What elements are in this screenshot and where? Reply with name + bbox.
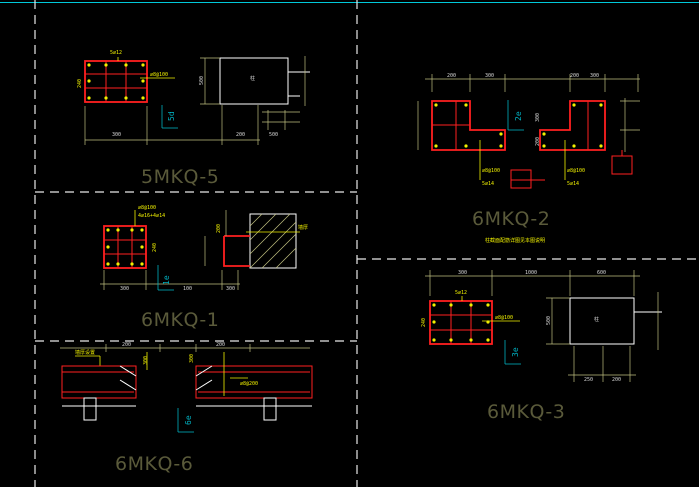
dim-right: 500 [199,76,205,85]
side-dim-2: 300 [189,354,195,363]
detail-6mkq-6: 200 200 墙厚设置 300 300 ⌀8@200 6e 6MKQ-6 [60,342,313,475]
dim-t4: 300 [590,73,599,79]
dim-t1: 300 [458,270,467,276]
dim-b1: 250 [584,377,593,383]
section-mark: 2e [514,111,523,121]
detail-title: 5MKQ-5 [141,166,219,188]
detail-6mkq-3: 300 1000 600 5⌀12 ⌀8@100 240 3e 柱 500 [421,270,662,423]
dim-r2: 200 [535,137,541,146]
stirrup-left: ⌀8@100 [482,168,500,174]
dim-t2: 300 [485,73,494,79]
stirrup-right: ⌀8@100 [567,168,585,174]
side-dim: 240 [77,79,83,88]
stirrup-note: ⌀8@100 [150,72,168,78]
note-top: ⌀8@100 [138,205,156,211]
dim-b3: 500 [269,132,278,138]
dim-small: 200 [216,224,222,233]
section-mark: 3e [511,347,520,357]
dim-t1: 200 [122,342,131,348]
detail-title: 6MKQ-6 [115,453,193,475]
section-mark: 5d [167,111,176,121]
section-mark: 6e [184,415,193,425]
detail-title: 6MKQ-2 [472,208,550,230]
stirrup-note: ⌀8@100 [495,315,513,321]
wall-note: 墙厚 [298,224,308,231]
dim-t3: 600 [597,270,606,276]
dim-t3: 200 [570,73,579,79]
stirrup-note: ⌀8@200 [240,381,258,387]
bar-note: 5⌀12 [455,290,467,296]
center-mark: 柱 [250,75,255,82]
bar-right: 5⌀14 [567,181,579,187]
detail-6mkq-2: 200 300 200 300 2e ⌀8@100 5⌀14 ⌀8@100 5⌀… [417,73,640,244]
note-left: 墙厚设置 [75,349,95,356]
dim-right: 500 [546,316,552,325]
dim-b2: 100 [183,286,192,292]
detail-6mkq-1: ⌀8@100 4⌀16+4⌀14 240 300 100 300 1e 墙厚 2… [100,205,308,331]
side-dim-1: 300 [143,356,149,365]
dim-b3: 300 [226,286,235,292]
panel-dividers [34,0,699,487]
detail-title: 6MKQ-3 [487,401,565,423]
dim-r1: 300 [535,113,541,122]
note-bars: 4⌀16+4⌀14 [138,213,165,219]
note-line: 柱截面配筋详图见本图说明 [485,237,545,244]
dim-b2: 200 [612,377,621,383]
dim-b1: 300 [112,132,121,138]
dim-t2: 200 [216,342,225,348]
bar-note: 5⌀12 [110,50,122,56]
dim-t2: 1000 [525,270,537,276]
detail-title: 6MKQ-1 [141,309,219,331]
section-mark: 1e [162,275,171,285]
detail-5mkq-5: 5⌀12 ⌀8@100 240 300 200 500 5d 柱 500 5MK… [77,50,310,188]
side-dim: 240 [152,243,158,252]
center-mark: 柱 [594,316,599,323]
dim-t1: 200 [447,73,456,79]
side-dim: 240 [421,318,427,327]
dim-b1: 300 [120,286,129,292]
bar-left: 5⌀14 [482,181,494,187]
dim-b2: 200 [236,132,245,138]
